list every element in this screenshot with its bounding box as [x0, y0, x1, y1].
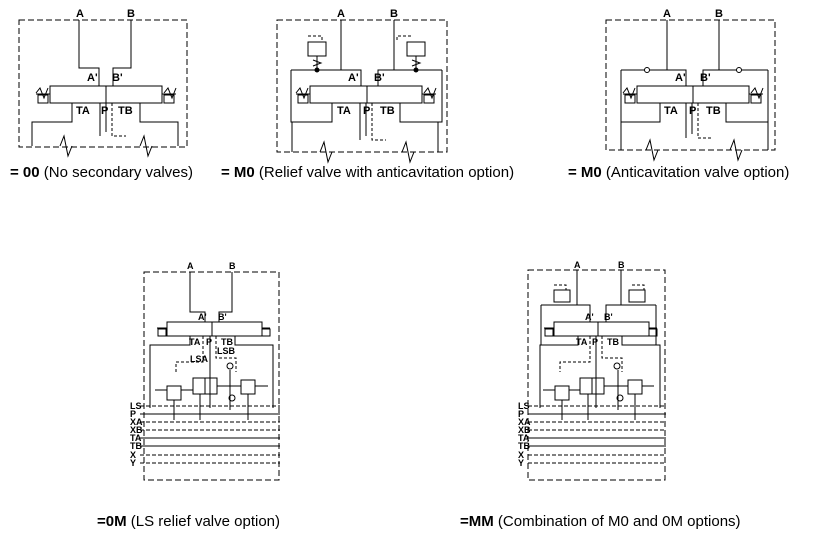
line-label-xa: XA	[130, 417, 143, 427]
line-label-y: Y	[518, 458, 524, 468]
port-tb-label: TB	[607, 337, 619, 347]
lsa-label: LSA	[190, 354, 209, 364]
port-b-prime-label: B'	[218, 312, 227, 322]
port-ta-label: TA	[189, 337, 201, 347]
port-p-label: P	[363, 105, 370, 117]
port-ta-label: TA	[337, 105, 351, 117]
line-label-ta: TA	[130, 433, 142, 443]
port-a-label: A	[187, 261, 194, 271]
lsb-label: LSB	[217, 346, 236, 356]
line-label-tb: TB	[130, 441, 142, 451]
line-label-tb: TB	[518, 441, 530, 451]
port-tb-label: TB	[706, 105, 721, 117]
line-label-p: P	[518, 409, 524, 419]
port-a-prime-label: A'	[348, 72, 359, 84]
port-a-prime-label: A'	[87, 72, 98, 84]
line-label-ls: LS	[130, 401, 142, 411]
port-a-prime-label: A'	[198, 312, 207, 322]
port-tb-label: TB	[221, 337, 233, 347]
line-label-x: X	[130, 450, 136, 460]
port-b-prime-label: B'	[700, 72, 711, 84]
caption-m0-anticavitation: = M0 (Anticavitation valve option)	[568, 164, 790, 181]
line-label-x: X	[518, 450, 524, 460]
line-label-y: Y	[130, 458, 136, 468]
port-ta-label: TA	[76, 105, 90, 117]
port-b-prime-label: B'	[374, 72, 385, 84]
caption-mm: =MM (Combination of M0 and 0M options)	[460, 513, 741, 530]
line-label-p: P	[130, 409, 136, 419]
caption-m0-relief: = M0 (Relief valve with anticavitation o…	[221, 164, 515, 181]
port-a-label: A	[574, 260, 581, 270]
port-b-prime-label: B'	[604, 312, 613, 322]
line-label-ls: LS	[518, 401, 530, 411]
port-b-label: B	[715, 8, 723, 20]
port-a-label: A	[663, 8, 671, 20]
port-p-label: P	[689, 105, 696, 117]
port-b-label: B	[390, 8, 398, 20]
port-b-prime-label: B'	[112, 72, 123, 84]
line-label-ta: TA	[518, 433, 530, 443]
port-b-label: B	[618, 260, 625, 270]
caption-0m: =0M (LS relief valve option)	[97, 513, 281, 530]
line-label-xa: XA	[518, 417, 531, 427]
line-label-xb: XB	[518, 425, 531, 435]
port-a-prime-label: A'	[675, 72, 686, 84]
port-a-prime-label: A'	[585, 312, 594, 322]
port-ta-label: TA	[664, 105, 678, 117]
caption-00: = 00 (No secondary valves)	[10, 164, 194, 181]
port-p-label: P	[101, 105, 108, 117]
line-label-xb: XB	[130, 425, 143, 435]
port-b-label: B	[127, 8, 135, 20]
port-tb-label: TB	[380, 105, 395, 117]
port-ta-label: TA	[576, 337, 588, 347]
port-a-label: A	[337, 8, 345, 20]
port-p-label: P	[206, 337, 212, 347]
port-p-label: P	[592, 337, 598, 347]
port-a-label: A	[76, 8, 84, 20]
port-tb-label: TB	[118, 105, 133, 117]
port-b-label: B	[229, 261, 236, 271]
